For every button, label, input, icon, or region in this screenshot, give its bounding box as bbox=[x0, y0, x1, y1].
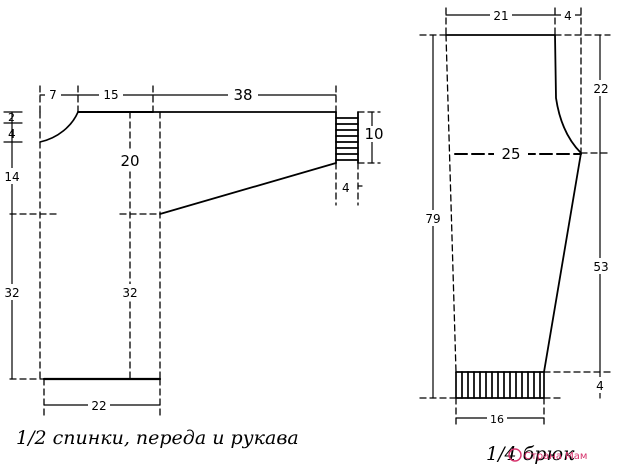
dim-label-22-bottom: 22 bbox=[91, 399, 106, 413]
dim-label-10: 10 bbox=[364, 125, 383, 143]
dim-label-38: 38 bbox=[233, 86, 252, 104]
sweater-dashed-guides bbox=[9, 85, 381, 416]
watermark-text: Страна Мам bbox=[524, 451, 587, 462]
pants-caption: 1/4 брюк bbox=[486, 443, 575, 465]
sleeve-bottom-edge bbox=[159, 162, 337, 215]
dim-label-4-top: 4 bbox=[564, 9, 572, 23]
dim-label-32-center: 32 bbox=[122, 286, 137, 300]
dim-label-14: 14 bbox=[4, 170, 19, 184]
pants-crotch-curve bbox=[554, 34, 582, 154]
sweater-dimension-lines bbox=[3, 94, 373, 406]
pants-inseam bbox=[543, 152, 582, 373]
dim-label-32-left: 32 bbox=[4, 286, 19, 300]
dim-label-2: 2 bbox=[8, 111, 15, 124]
pants-dashed-guides bbox=[419, 7, 611, 426]
pants-dimension-lines bbox=[432, 14, 601, 419]
site-watermark: Страна Мам bbox=[508, 448, 587, 462]
dim-label-53: 53 bbox=[593, 260, 608, 274]
dim-label-22-right: 22 bbox=[593, 82, 608, 96]
dim-label-4-right: 4 bbox=[596, 379, 604, 393]
sweater-neckline bbox=[39, 111, 79, 143]
dim-label-7: 7 bbox=[49, 88, 57, 102]
dim-label-25: 25 bbox=[501, 145, 520, 163]
dim-label-4-left: 4 bbox=[8, 127, 16, 141]
sweater-caption: 1/2 спинки, переда и рукава bbox=[16, 427, 299, 449]
dim-label-21: 21 bbox=[493, 9, 508, 23]
dim-label-15: 15 bbox=[103, 88, 118, 102]
dim-label-79: 79 bbox=[425, 212, 440, 226]
dim-label-20: 20 bbox=[120, 152, 139, 170]
pants-cuff bbox=[455, 371, 545, 399]
watermark-logo-icon bbox=[508, 448, 522, 462]
dim-label-4-cuff: 4 bbox=[342, 181, 350, 195]
sleeve-cuff bbox=[335, 111, 359, 164]
dim-label-16: 16 bbox=[490, 413, 504, 426]
